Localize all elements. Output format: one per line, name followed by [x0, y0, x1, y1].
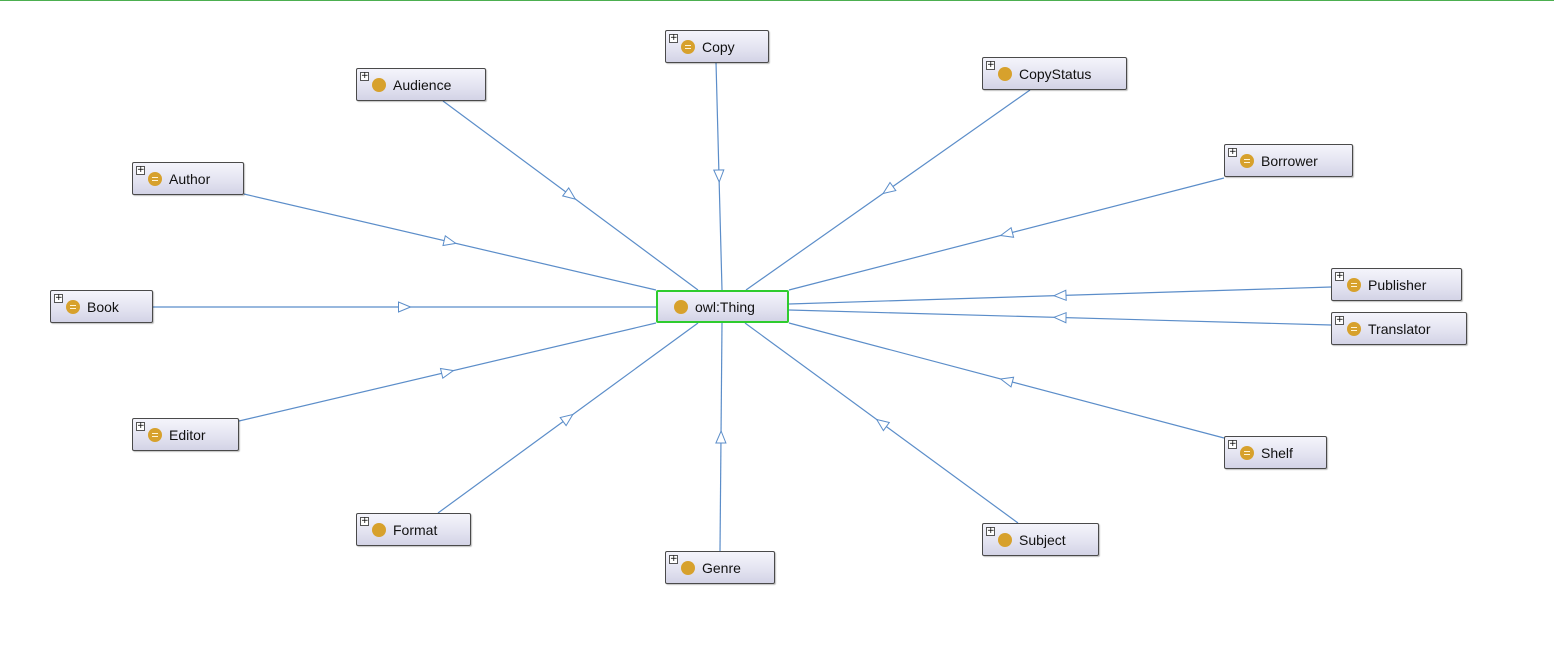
node-label: Shelf: [1261, 444, 1293, 461]
subclass-arrowhead: [1052, 289, 1067, 302]
expand-button[interactable]: +: [54, 293, 63, 303]
expand-button[interactable]: +: [360, 516, 369, 526]
node-label: Editor: [169, 426, 206, 443]
class-icon: [998, 532, 1012, 547]
expand-button[interactable]: +: [1228, 147, 1237, 157]
node-owl-thing[interactable]: owl:Thing: [656, 290, 789, 323]
defined-class-icon: [148, 171, 162, 186]
node-shelf[interactable]: + Shelf: [1224, 436, 1327, 469]
node-author[interactable]: + Author: [132, 162, 244, 195]
expand-button[interactable]: +: [669, 554, 678, 564]
class-icon: [681, 560, 695, 575]
node-publisher[interactable]: + Publisher: [1331, 268, 1462, 301]
defined-class-icon: [1347, 277, 1361, 292]
defined-class-icon: [1347, 321, 1361, 336]
node-label: Copy: [702, 38, 735, 55]
expand-button[interactable]: +: [1228, 439, 1237, 449]
class-icon: [674, 299, 688, 314]
node-label: Publisher: [1368, 276, 1427, 293]
defined-class-icon: [1240, 445, 1254, 460]
node-label: Borrower: [1261, 152, 1318, 169]
node-label: Audience: [393, 76, 452, 93]
expand-button[interactable]: +: [1335, 315, 1344, 325]
class-icon: [372, 77, 386, 92]
expand-button[interactable]: +: [986, 526, 995, 536]
node-borrower[interactable]: + Borrower: [1224, 144, 1353, 177]
defined-class-icon: [148, 427, 162, 442]
node-label: CopyStatus: [1019, 65, 1092, 82]
node-label: Translator: [1368, 320, 1431, 337]
subclass-arrowhead: [559, 413, 574, 427]
subclass-arrowhead: [439, 367, 455, 380]
defined-class-icon: [66, 299, 80, 314]
subclass-arrowhead: [882, 181, 897, 195]
subclass-arrowhead: [999, 376, 1015, 388]
subclass-arrowhead: [398, 301, 412, 313]
expand-button[interactable]: +: [1335, 271, 1344, 281]
subclass-arrowhead: [713, 169, 725, 184]
node-format[interactable]: + Format: [356, 513, 471, 546]
class-icon: [372, 522, 386, 537]
node-label: Book: [87, 298, 119, 315]
node-copystatus[interactable]: + CopyStatus: [982, 57, 1127, 90]
defined-class-icon: [681, 39, 695, 54]
expand-button[interactable]: +: [360, 71, 369, 81]
defined-class-icon: [1240, 153, 1254, 168]
node-book[interactable]: + Book: [50, 290, 153, 323]
node-label: Author: [169, 170, 211, 187]
subclass-arrowhead: [561, 186, 577, 200]
node-audience[interactable]: + Audience: [356, 68, 486, 101]
node-translator[interactable]: + Translator: [1331, 312, 1467, 345]
subclass-arrowhead: [1052, 311, 1067, 324]
node-genre[interactable]: + Genre: [665, 551, 775, 584]
node-label: Format: [393, 521, 438, 538]
node-label: Genre: [702, 559, 741, 576]
expand-button[interactable]: +: [986, 60, 995, 70]
node-copy[interactable]: + Copy: [665, 30, 769, 63]
expand-button[interactable]: +: [136, 421, 145, 431]
subclass-arrowhead: [875, 418, 891, 432]
subclass-arrowhead: [999, 226, 1015, 238]
node-label: owl:Thing: [695, 298, 755, 315]
class-icon: [998, 66, 1012, 81]
subclass-arrowhead: [442, 234, 458, 247]
expand-button[interactable]: +: [136, 165, 145, 175]
node-label: Subject: [1019, 531, 1066, 548]
expand-button[interactable]: +: [669, 33, 678, 43]
node-subject[interactable]: + Subject: [982, 523, 1099, 556]
subclass-arrowhead: [715, 429, 727, 444]
node-editor[interactable]: + Editor: [132, 418, 239, 451]
